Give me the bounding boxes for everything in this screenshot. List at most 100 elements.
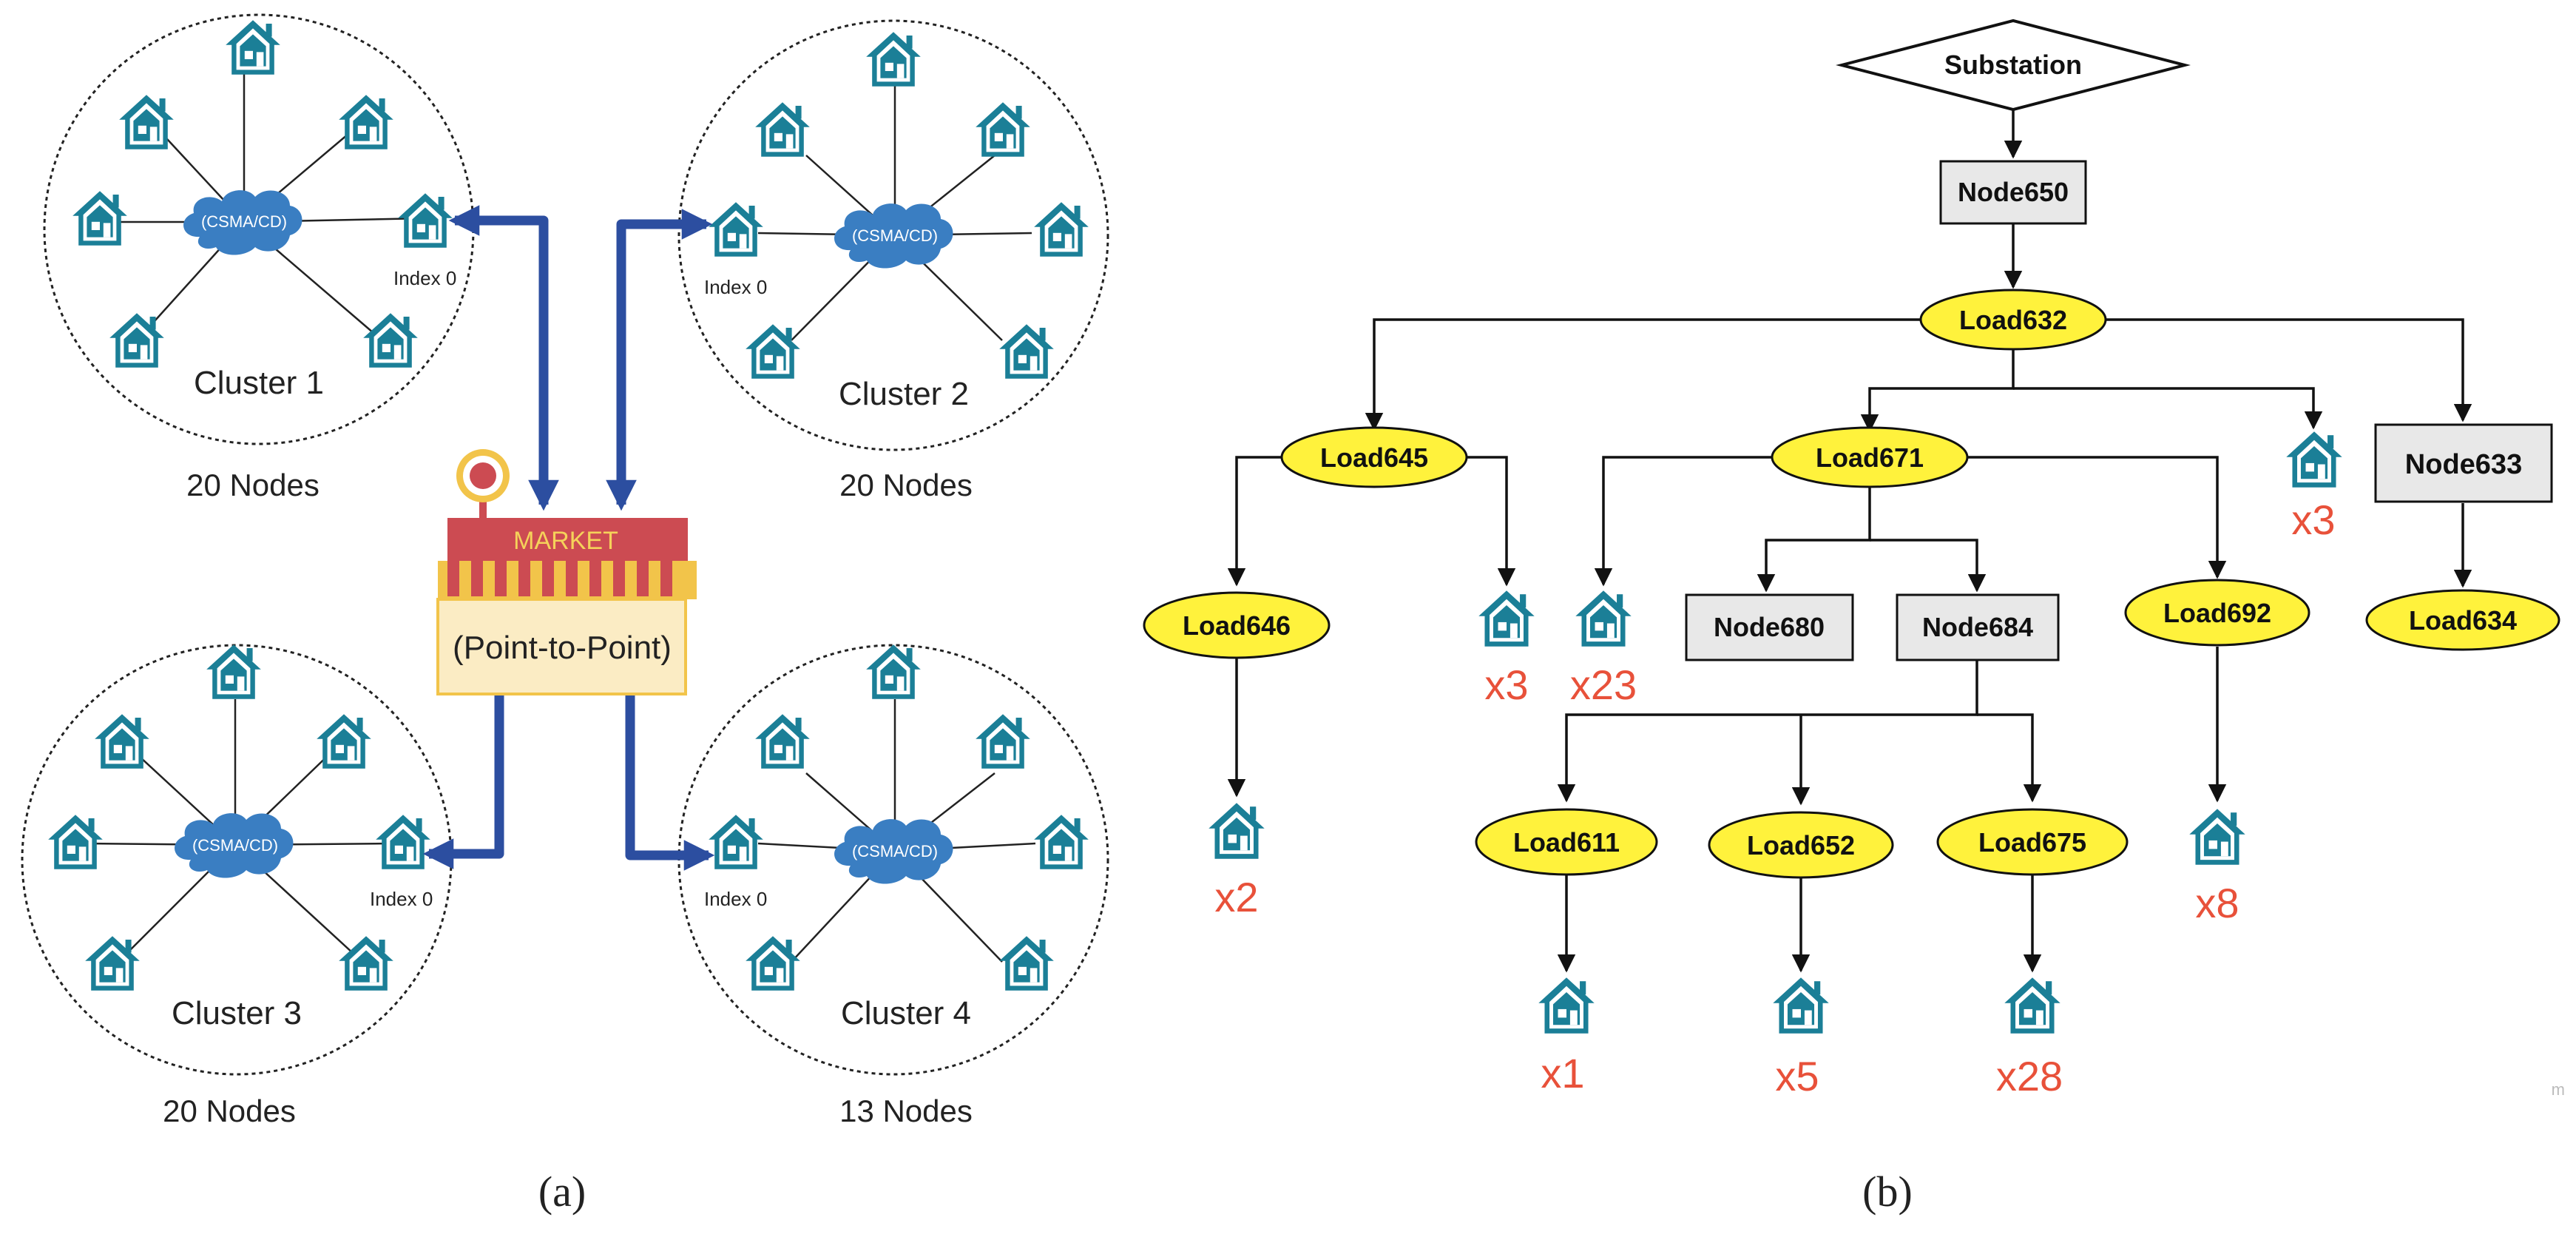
house-icon [709,202,763,257]
house-icon [376,815,430,869]
cluster-name: Cluster 3 [172,995,302,1031]
house-count: x5 [1775,1053,1819,1099]
house-icon [1478,590,1535,647]
link-market-cluster4 [615,644,715,871]
load-671 [1771,426,1969,488]
house-count: x3 [1484,661,1528,708]
index-label: Index 0 [704,276,767,298]
market-panel [436,598,687,695]
panel-caption-a: (a) [538,1168,586,1216]
node-680 [1685,593,1854,661]
market-mode-label: (Point-to-Point) [453,630,672,666]
load-646 [1143,591,1331,659]
house-icon [746,936,800,991]
house-icon [2286,431,2342,488]
market-building-icon: MARKET (Point-to-Point) [436,449,697,695]
csma-cloud-icon [175,813,294,878]
load-675 [1936,808,2129,876]
index-label: Index 0 [704,888,767,910]
node-label: Node650 [1958,177,2069,207]
house-icon [755,102,810,157]
house-icon [72,191,127,246]
cluster-name: Cluster 2 [839,376,969,412]
node-label: Load646 [1183,610,1291,641]
node-label: Load645 [1320,442,1428,473]
house-count: x28 [1996,1053,2063,1099]
node-633 [2374,423,2553,503]
house-icon [339,936,393,991]
cluster-name: Cluster 1 [194,365,324,401]
cluster-network-panel: (CSMA/CD) Index 0 Cluster 1 20 Nodes [21,13,1109,1216]
house-icon [999,324,1054,379]
node-label: Node680 [1714,612,1825,642]
cluster-node-count: 13 Nodes [839,1094,973,1128]
link-market-cluster3 [422,644,515,869]
house-icon [1773,977,1829,1034]
market-sign [447,518,688,562]
cluster-4: (CSMA/CD) Index 0 Cluster 4 13 Nodes [677,644,1109,1128]
house-count: x8 [2195,880,2239,926]
house-icon [119,95,174,149]
house-icon [709,815,763,869]
cloud-label: (CSMA/CD) [852,842,938,860]
node-label: Load692 [2163,598,2271,628]
house-icon [1208,803,1265,859]
node-label: Load675 [1978,827,2086,858]
csma-cloud-icon [834,819,953,884]
node-684 [1896,593,2060,661]
house-icon [976,714,1030,769]
cluster-node-count: 20 Nodes [839,468,973,502]
csma-cloud-icon [834,203,953,269]
house-count: x1 [1541,1050,1584,1097]
link-cluster1-market [448,205,559,511]
house-icon [746,324,800,379]
load-692 [2124,579,2310,647]
house-icon [2189,809,2245,865]
house-icon [206,644,261,699]
node-label: Load634 [2409,605,2517,636]
cloud-label: (CSMA/CD) [852,226,938,245]
csma-cloud-icon [183,190,302,255]
house-icon [1575,590,1632,647]
house-icon [755,714,810,769]
node-label: Node633 [2405,449,2522,480]
house-icon [109,313,164,368]
cluster-node-count: 20 Nodes [186,468,320,502]
market-sign-label: MARKET [513,527,618,555]
house-icon [1538,977,1595,1034]
cloud-label: (CSMA/CD) [201,212,287,231]
panel-caption-b: (b) [1862,1168,1913,1216]
house-icon [95,714,149,769]
house-icon [866,32,921,87]
substation-node [1836,18,2191,112]
house-icon [339,95,393,149]
cluster-name: Cluster 4 [841,995,971,1031]
house-icon [866,644,921,699]
house-icon [317,714,371,769]
load-634 [2365,589,2560,651]
house-icon [226,20,280,75]
index-label: Index 0 [393,267,456,289]
cluster-2: (CSMA/CD) Index 0 Cluster 2 20 Nodes [677,19,1109,502]
house-count: x23 [1570,661,1637,708]
load-645 [1280,426,1468,488]
substation-label: Substation [1944,50,2082,80]
house-icon [85,936,140,991]
house-icon [1034,815,1089,869]
node-label: Load652 [1747,830,1855,860]
node-650 [1939,160,2087,225]
house-icon [48,815,103,869]
house-count: x3 [2291,496,2335,543]
index-label: Index 0 [370,888,433,910]
house-icon [976,102,1030,157]
cluster-1: (CSMA/CD) Index 0 Cluster 1 20 Nodes [43,13,475,502]
cluster-node-count: 20 Nodes [163,1094,296,1128]
corner-mark: m [2552,1080,2565,1099]
node-label: Load611 [1513,827,1620,858]
load-611 [1475,808,1658,876]
house-icon [1034,202,1089,257]
house-icon [363,313,418,368]
cloud-label: (CSMA/CD) [192,836,278,855]
house-icon [398,193,453,248]
